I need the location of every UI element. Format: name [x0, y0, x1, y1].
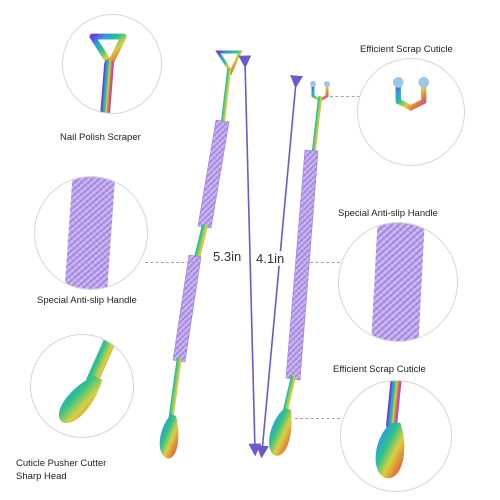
label-special-anti-slip-handle-left: Special Anti-slip Handle [37, 295, 137, 306]
right-length-label: 4.1in [255, 251, 286, 266]
detail-circle-handle-left [34, 176, 148, 290]
left-length-arrow [238, 55, 262, 457]
left-length-label: 5.3in [212, 249, 243, 264]
detail-circle-cuticle-top [357, 58, 465, 166]
leader-line-top-right [330, 96, 360, 97]
right-length-arrow [256, 75, 303, 459]
label-efficient-scrap-cuticle-bottom: Efficient Scrap Cuticle [333, 364, 426, 375]
left-tool [159, 50, 243, 459]
leader-line-mid-right [310, 262, 340, 263]
label-cuticle-pusher-line1: Cuticle Pusher Cutter [16, 458, 107, 469]
label-special-anti-slip-handle-right: Special Anti-slip Handle [338, 208, 438, 219]
label-efficient-scrap-cuticle-top: Efficient Scrap Cuticle [360, 44, 453, 55]
detail-circle-handle-right [338, 222, 458, 342]
leader-line-bottom-right [295, 418, 340, 419]
detail-circle-scraper [62, 14, 162, 114]
label-nail-polish-scraper: Nail Polish Scraper [60, 132, 141, 143]
detail-circle-pusher [30, 334, 134, 438]
detail-circle-cuticle-bottom [340, 380, 452, 492]
label-cuticle-pusher-line2: Sharp Head [16, 471, 67, 482]
leader-line-mid-left [145, 262, 200, 263]
